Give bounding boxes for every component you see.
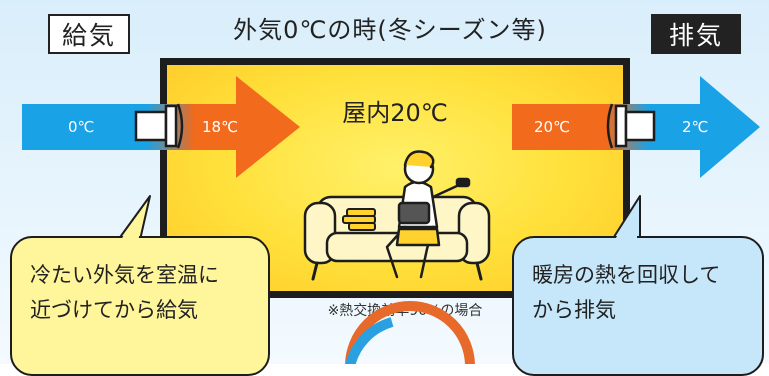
supply-temp: 18℃ (202, 118, 238, 136)
intake-vent-icon (134, 103, 184, 149)
room-label: 屋内20℃ (342, 99, 448, 127)
outside-in-temp: 0℃ (68, 118, 95, 136)
intake-label: 給気 (48, 14, 130, 54)
exhaust-vent-icon (606, 103, 656, 149)
intake-explanation-line1: 冷たい外気を室温に (30, 263, 219, 287)
exhaust-explanation-line1: 暖房の熱を回収して (532, 263, 721, 287)
exhaust-explanation-bubble: 暖房の熱を回収して から排気 (512, 236, 764, 376)
bubble-tail-covers (120, 202, 637, 241)
exhaust-out-temp: 2℃ (682, 118, 709, 136)
airflow-arrows (22, 76, 760, 178)
exhaust-explanation-line2: から排気 (532, 298, 616, 322)
person-on-sofa-illustration (303, 150, 491, 281)
room-out-temp: 20℃ (534, 118, 570, 136)
page-title: 外気0℃の時(冬シーズン等) (233, 16, 547, 44)
intake-explanation-bubble: 冷たい外気を室温に 近づけてから給気 (10, 236, 270, 376)
partial-gauge-icon (345, 301, 475, 364)
exhaust-label: 排気 (651, 14, 741, 54)
intake-explanation-line2: 近づけてから給気 (30, 298, 198, 322)
